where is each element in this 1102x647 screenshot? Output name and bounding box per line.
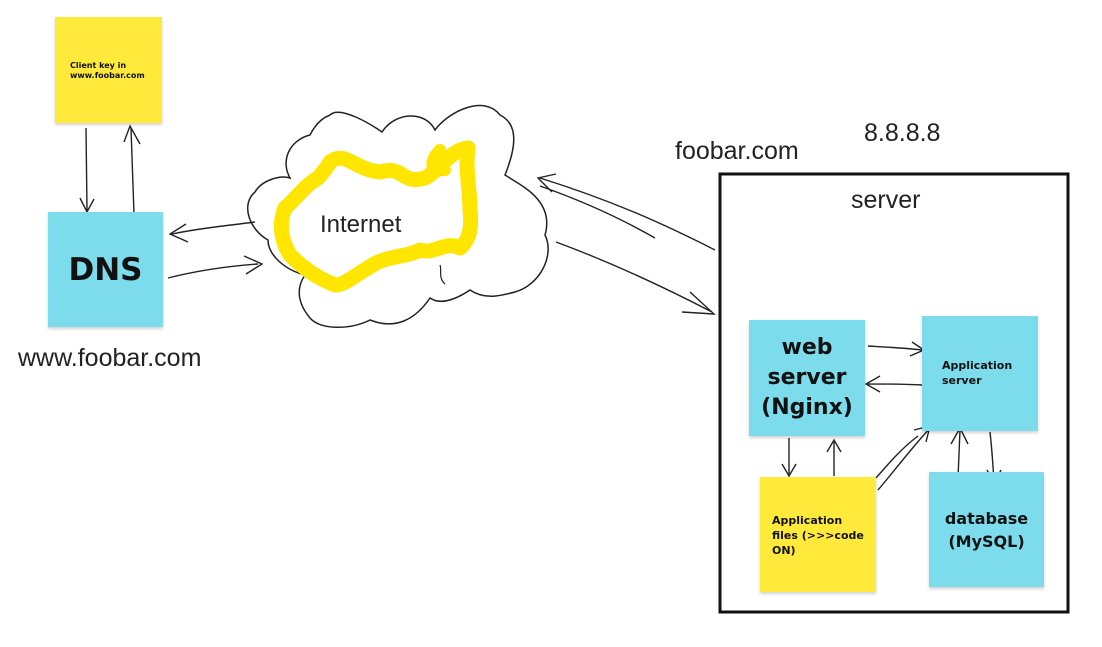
cloud-shape [246,104,549,328]
arrow-db-to-app [950,426,969,479]
dns-domain-label: www.foobar.com [18,344,202,372]
server-domain-label: foobar.com [675,137,799,165]
database-note: database (MySQL) [929,472,1044,587]
app-files-label: Application files (>>>code ON) [772,514,864,557]
web-server-label: web server (Nginx) [761,335,853,420]
client-key-note: Client key in www.foobar.com [55,17,162,123]
arrow-server-to-internet [536,173,716,251]
app-server-label: Application server [942,359,1013,387]
app-server-note: Application server [922,316,1038,431]
arrow-clientkey-to-dns [79,127,95,214]
arrow-dns-to-internet [167,255,264,279]
cloud-inner-line-2 [439,264,446,285]
arrow-files-to-web [826,438,842,476]
arrow-app-to-web [864,375,923,393]
arrow-dns-to-clientkey [123,124,141,215]
client-key-label: Client key in www.foobar.com [70,61,145,80]
dns-note: DNS [48,212,163,327]
internet-highlight [273,140,479,293]
database-label: database (MySQL) [944,508,1029,551]
app-files-note: Application files (>>>code ON) [760,477,876,592]
internet-highlight-loop [426,144,451,177]
dns-label: DNS [68,251,143,288]
arrow-web-to-app [867,341,926,357]
arrow-internet-to-dns [168,221,256,243]
arrow-files-to-app [875,425,931,491]
arrow-internet-to-server [555,241,716,315]
arrow-web-to-files [781,438,797,478]
internet-label: Internet [320,211,402,238]
server-title: server [851,186,921,214]
web-server-note: web server (Nginx) [749,320,865,436]
server-ip-label: 8.8.8.8 [864,119,941,147]
server-frame [718,172,1070,614]
